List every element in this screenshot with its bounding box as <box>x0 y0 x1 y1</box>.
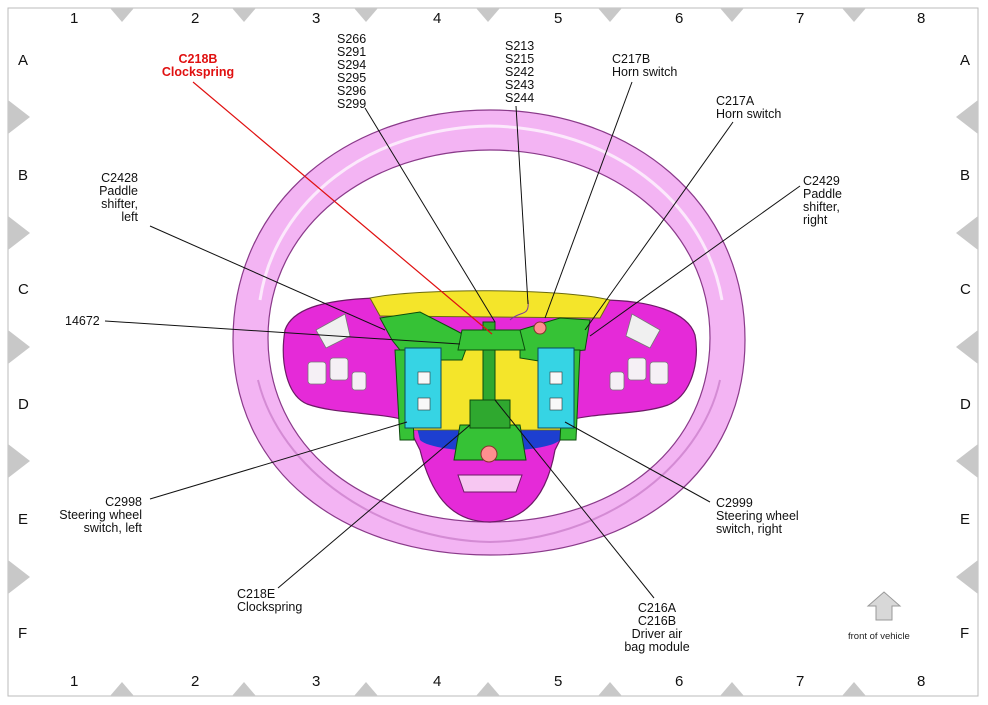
row-label: D <box>960 396 971 413</box>
column-label: 5 <box>554 673 563 690</box>
callout-c2428-paddle-left: C2428 Paddle shifter, left <box>99 171 138 224</box>
leader-lines <box>104 81 801 599</box>
callout-splice-group-left: S266 S291 S294 S295 S296 S299 <box>337 32 367 111</box>
column-label: 4 <box>433 10 442 27</box>
callout-c218b-clockspring: C218B Clockspring <box>161 52 235 79</box>
row-label: F <box>960 625 970 642</box>
row-label: C <box>18 281 29 298</box>
callout-14672: 14672 <box>65 314 100 328</box>
callout-c2998-switch-left: C2998 Steering wheel switch, left <box>59 495 142 535</box>
callout-splice-group-right: S213 S215 S242 S243 S244 <box>505 39 535 105</box>
callout-c217a-horn-switch: C217A Horn switch <box>716 94 782 121</box>
column-label: 2 <box>191 10 200 27</box>
up-arrow-icon <box>866 591 902 621</box>
row-label: A <box>960 52 971 69</box>
row-label: A <box>18 52 29 69</box>
column-label: 7 <box>796 673 805 690</box>
row-label: E <box>18 511 29 528</box>
column-label: 2 <box>191 673 200 690</box>
column-label: 3 <box>312 10 321 27</box>
callout-c217b-horn-switch: C217B Horn switch <box>612 52 678 79</box>
center-module <box>379 299 591 463</box>
callout-c218e-clockspring: C218E Clockspring <box>237 587 303 614</box>
column-label: 5 <box>554 10 563 27</box>
column-label: 6 <box>675 673 684 690</box>
callout-c2429-paddle-right: C2429 Paddle shifter, right <box>803 174 842 227</box>
column-label: 8 <box>917 10 926 27</box>
leader-line-clockspring <box>192 81 493 335</box>
column-label: 3 <box>312 673 321 690</box>
row-label: D <box>18 396 29 413</box>
row-label: B <box>18 167 29 184</box>
column-label: 8 <box>917 673 926 690</box>
row-label: C <box>960 281 971 298</box>
column-label: 1 <box>70 673 79 690</box>
callout-c216-airbag-module: C216A C216B Driver air bag module <box>624 601 690 654</box>
column-label: 1 <box>70 10 79 27</box>
column-label: 4 <box>433 673 442 690</box>
row-label: B <box>960 167 971 184</box>
column-label: 7 <box>796 10 805 27</box>
frame-markers <box>8 8 978 696</box>
steering-wheel-rim <box>232 109 746 556</box>
callout-c2999-switch-right: C2999 Steering wheel switch, right <box>716 496 799 536</box>
orientation-label: front of vehicle <box>848 631 910 642</box>
row-label: E <box>960 511 971 528</box>
column-label: 6 <box>675 10 684 27</box>
row-label: F <box>18 625 28 642</box>
